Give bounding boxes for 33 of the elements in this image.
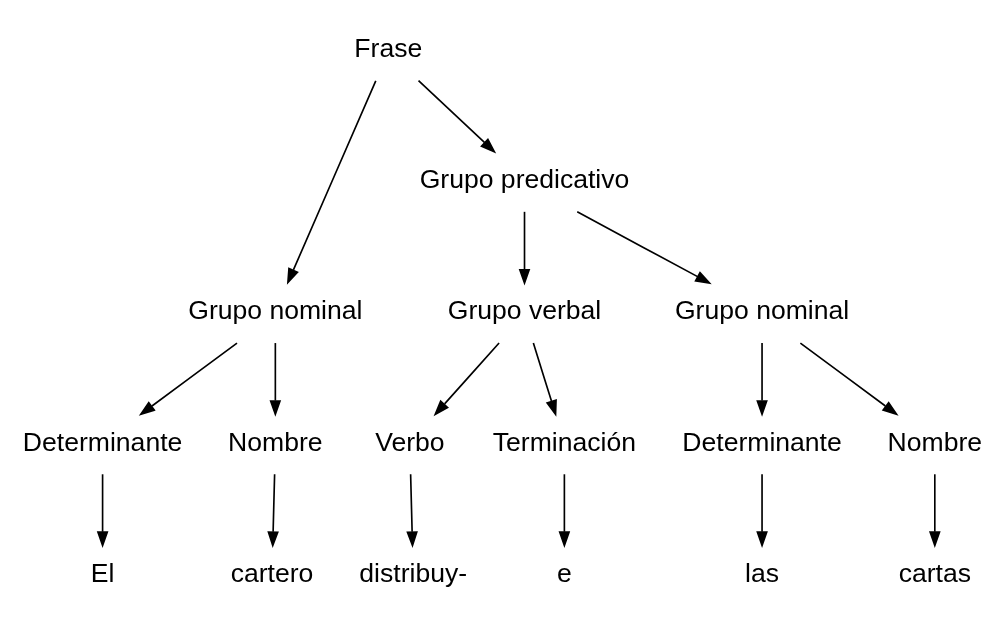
node-text: e [556,557,572,588]
node-text: Grupo verbal [447,295,602,326]
arrow [558,473,571,548]
node-text: Grupo predicativo [419,164,630,195]
arrow [96,473,109,548]
node-text: Determinante [22,426,183,457]
node-text: Terminación [492,426,636,457]
node-text: Nombre [887,426,983,457]
node-text: Grupo nominal [674,295,850,326]
node-text: El [90,557,115,588]
arrow [756,342,768,417]
arrow [138,342,238,416]
node-text: cartero [230,557,314,588]
arrow [417,79,497,154]
arrow [518,211,531,286]
arrow [929,473,941,548]
node-text: Determinante [682,426,842,457]
arrow [267,473,279,548]
node-text: cartas [898,557,971,588]
arrow [269,342,282,417]
node-text: distribuy- [359,557,468,588]
arrow [799,342,899,416]
arrow [433,342,500,417]
node-text: las [745,557,780,588]
node-text: Nombre [228,426,323,457]
arrow [286,80,377,285]
arrow [532,342,557,417]
arrow [576,211,712,285]
arrow [406,473,418,548]
node-text: Frase [354,32,423,63]
node-text: Verbo [375,426,445,457]
arrow [756,473,768,548]
node-text: Grupo nominal [188,295,363,326]
